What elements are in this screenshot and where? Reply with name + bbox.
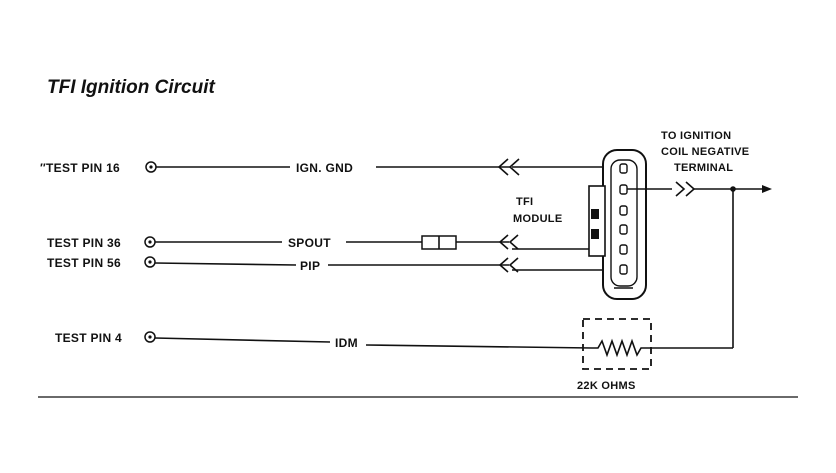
resistor-label: 22K OHMS — [577, 380, 636, 392]
test-pin-36-terminal — [144, 236, 156, 248]
coil-label-line2: COIL NEGATIVE — [661, 146, 749, 158]
test-pin-4-terminal — [144, 331, 156, 343]
tfi-module-connector — [588, 149, 647, 300]
diagram-title: TFI Ignition Circuit — [47, 77, 215, 98]
test-pin-16-terminal — [145, 161, 157, 173]
idm-label: IDM — [335, 336, 358, 350]
test-pin-36-label: TEST PIN 36 — [47, 236, 121, 250]
idm-wire-mid — [365, 344, 593, 349]
coil-label-line1: TO IGNITION — [661, 130, 731, 142]
tfi-module-label-line2: MODULE — [513, 213, 562, 225]
ign-gnd-connector-icon — [497, 158, 520, 176]
coil-label-line3: TERMINAL — [674, 162, 733, 174]
coil-arrow-icon — [762, 185, 772, 193]
test-pin-4-label: TEST PIN 4 — [55, 331, 122, 345]
pip-wire-left — [154, 262, 297, 266]
spout-connector-icon — [498, 234, 519, 250]
test-pin-56-terminal — [144, 256, 156, 268]
coil-connector-icon — [675, 181, 696, 197]
spout-in-line-connector-icon — [421, 235, 457, 250]
test-pin-56-label: TEST PIN 56 — [47, 256, 121, 270]
ign-gnd-label: IGN. GND — [296, 161, 353, 175]
resistor-box — [582, 318, 652, 370]
test-pin-16-label: ″TEST PIN 16 — [40, 161, 120, 175]
pip-label: PIP — [300, 259, 320, 273]
idm-wire-left — [154, 337, 331, 343]
spout-label: SPOUT — [288, 236, 331, 250]
tfi-module-label-line1: TFI — [516, 196, 533, 208]
resistor-icon — [592, 338, 648, 358]
